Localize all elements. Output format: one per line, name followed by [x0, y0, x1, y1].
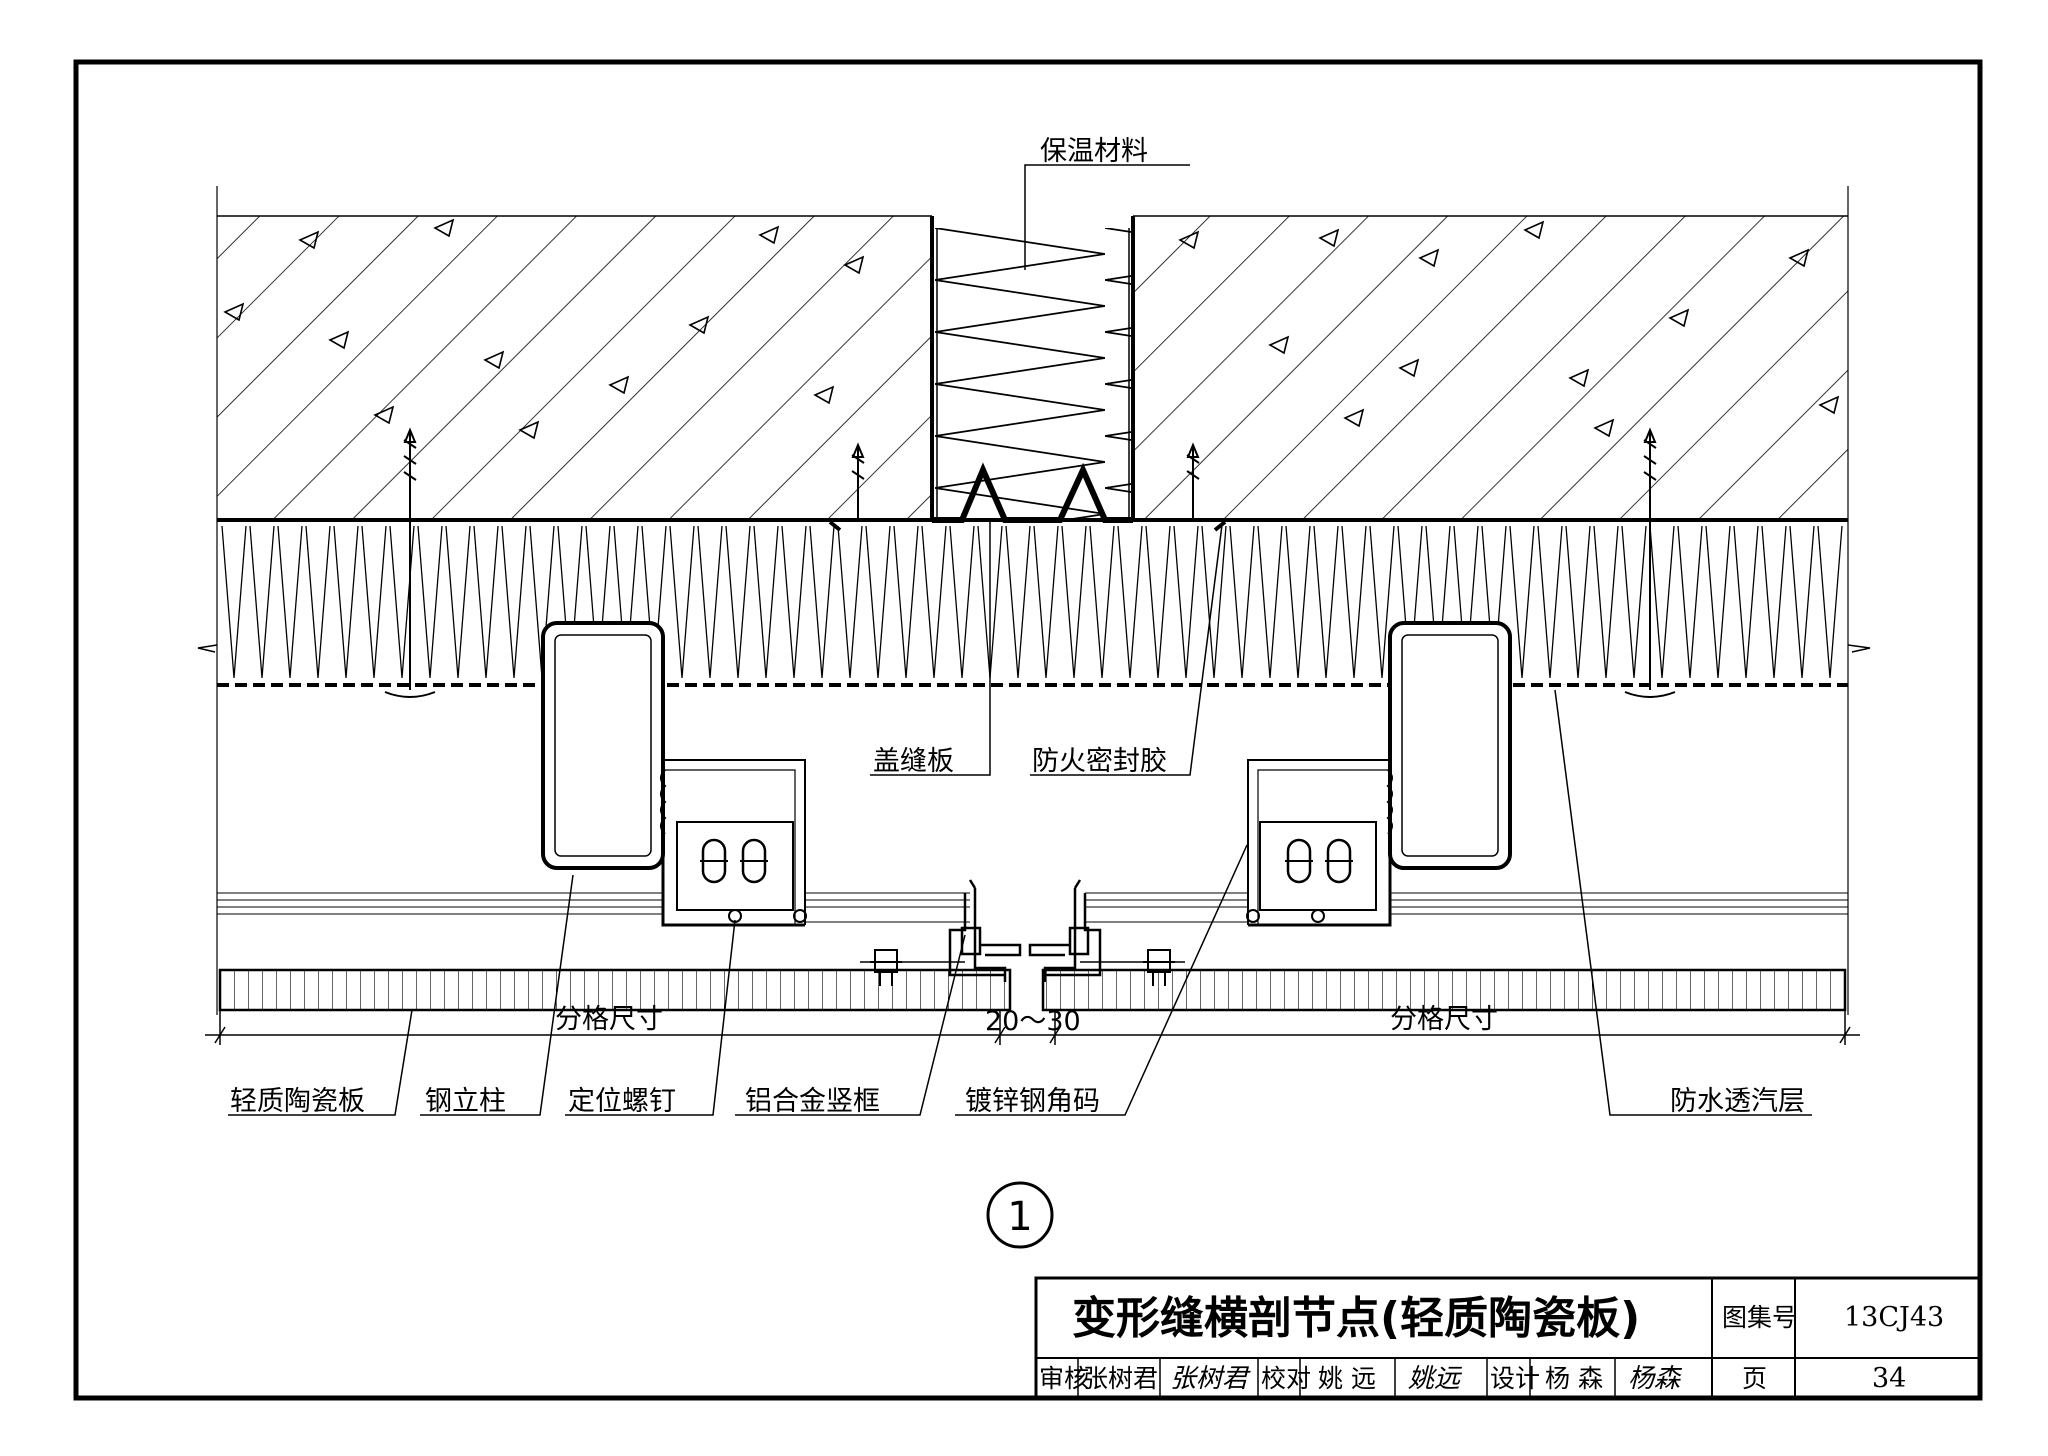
- drawing-title: 变形缝横剖节点(轻质陶瓷板): [1072, 1293, 1640, 1344]
- label-aluminum-mullion: 铝合金竖框: [745, 1086, 880, 1117]
- atlas-number-label: 图集号: [1722, 1303, 1797, 1332]
- label-ceramic-panel: 轻质陶瓷板: [230, 1086, 365, 1117]
- insulation-layer: [197, 518, 1871, 687]
- steel-column-right: [1388, 621, 1512, 870]
- reviewer-signature: 张树君: [1170, 1364, 1251, 1394]
- joint-insulation: [935, 228, 1131, 520]
- detail-number: 1: [1007, 1194, 1032, 1240]
- concrete-wall: [216, 186, 1849, 1015]
- detail-number-circle: [986, 1181, 1054, 1249]
- title-block: [1034, 1276, 1982, 1400]
- aluminum-mullion-right: [1028, 879, 1102, 982]
- label-steel-column: 钢立柱: [425, 1086, 506, 1117]
- page-label: 页: [1742, 1364, 1767, 1393]
- design-label: 设计: [1490, 1364, 1540, 1393]
- label-insulation: 保温材料: [1040, 136, 1148, 167]
- reviewer-name: 张树君: [1083, 1364, 1158, 1393]
- cavity-lines: [217, 892, 1848, 923]
- gap-size: 20～30: [985, 1006, 1081, 1037]
- ceramic-panel-left: [218, 968, 1012, 1012]
- label-locating-screw: 定位螺钉: [568, 1086, 676, 1117]
- ceramic-panel-right: [1041, 968, 1847, 1012]
- dimension-line: [205, 1000, 1860, 1045]
- grid-size-right: 分格尺寸: [1390, 1004, 1498, 1035]
- atlas-number-value: 13CJ43: [1844, 1302, 1944, 1333]
- label-waterproof-membrane: 防水透汽层: [1670, 1086, 1805, 1117]
- proofreader-name: 姚 远: [1318, 1364, 1376, 1393]
- review-label: 审核: [1039, 1364, 1089, 1393]
- proofreader-signature: 姚远: [1408, 1364, 1463, 1394]
- designer-signature: 杨森: [1628, 1364, 1683, 1394]
- designer-name: 杨 森: [1545, 1364, 1603, 1393]
- galvanized-angle-right: [1246, 759, 1393, 927]
- leader-lines: [228, 164, 1812, 1116]
- label-cover-plate: 盖缝板: [873, 746, 954, 777]
- label-fire-sealant: 防火密封胶: [1032, 746, 1167, 777]
- page-value: 34: [1872, 1363, 1906, 1394]
- proofread-label: 校对: [1261, 1364, 1311, 1393]
- sheet-border: [73, 59, 1983, 1401]
- anchor-bolts: [384, 427, 1676, 698]
- steel-column-left: [541, 621, 665, 870]
- grid-size-left: 分格尺寸: [555, 1004, 663, 1035]
- label-galvanized-angle: 镀锌钢角码: [965, 1086, 1100, 1117]
- galvanized-angle-left: [660, 759, 807, 927]
- aluminum-mullion-left: [948, 879, 1022, 982]
